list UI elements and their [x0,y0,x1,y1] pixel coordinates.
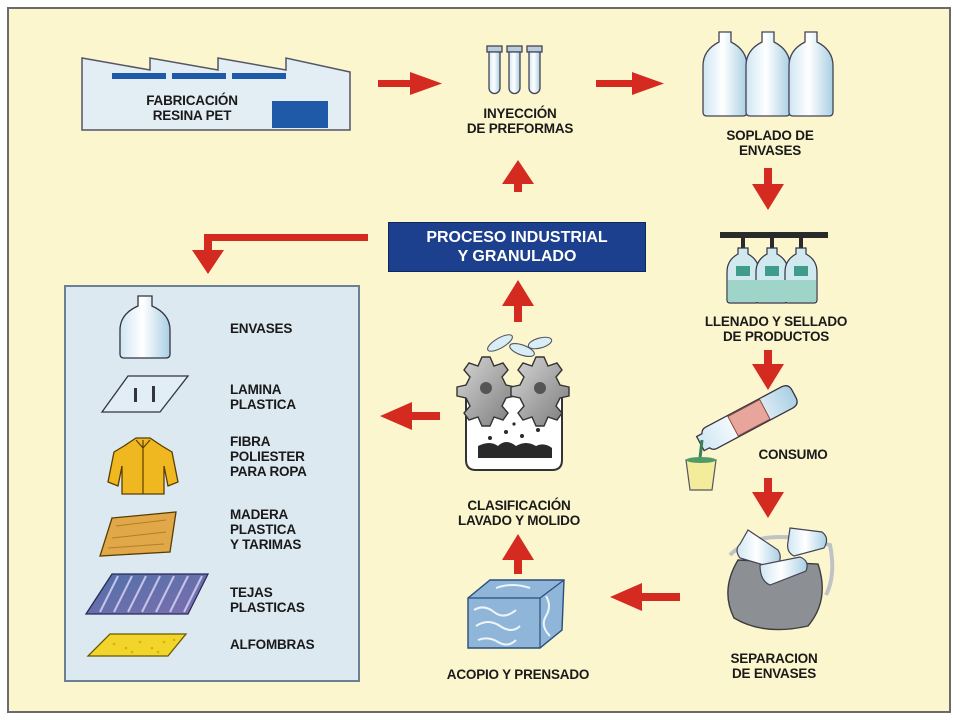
pressed-bale-icon [467,579,565,649]
product-label-envases: ENVASES [230,321,293,336]
product-label-tejas: TEJAS PLASTICAS [230,585,305,615]
product-label-fibra: FIBRA POLIESTER PARA ROPA [230,434,307,479]
arrow-bottles-to-filling [752,168,784,210]
arrow-filling-to-consumo [752,350,784,390]
arrow-separacion-to-acopio [610,583,680,611]
pouring-bottle-icon [685,385,798,491]
step-label-soplado: SOPLADO DE ENVASES [726,128,814,158]
step-label-fabricacion: FABRICACIÓN RESINA PET [146,93,238,123]
recycled-products-panel [64,285,360,682]
arrow-acopio-to-clasificacion [502,534,534,574]
bottles-icon [702,31,834,117]
arrow-consumo-to-separacion [752,478,784,518]
product-label-madera: MADERA PLASTICA Y TARIMAS [230,507,302,552]
center-process-banner: PROCESO INDUSTRIAL Y GRANULADO [388,222,646,272]
arrow-preforms-to-bottles [596,72,664,95]
step-label-clasificacion: CLASIFICACIÓN LAVADO Y MOLIDO [457,498,580,528]
step-label-separacion: SEPARACION DE ENVASES [730,651,818,681]
product-label-alfombras: ALFOMBRAS [230,637,315,652]
grinder-icon [456,334,570,471]
bag-of-bottles-icon [727,527,835,631]
arrow-factory-to-preforms [378,72,442,95]
step-label-inyeccion: INYECCIÓN DE PREFORMAS [466,106,574,136]
arrow-proceso-to-products [192,234,368,274]
product-label-lamina: LAMINA PLASTICA [230,382,296,412]
arrow-proceso-to-preformas [502,160,534,192]
factory-icon [81,57,351,131]
arrow-clasificacion-to-proceso [502,280,534,322]
step-label-acopio: ACOPIO Y PRENSADO [446,667,590,682]
arrow-clasificacion-to-products [380,402,440,430]
flow-arrows [192,72,784,611]
preforms-icon [486,45,543,95]
step-label-llenado: LLENADO Y SELLADO DE PRODUCTOS [704,314,848,344]
step-label-consumo: CONSUMO [758,447,828,462]
filling-machine-icon [720,232,828,304]
